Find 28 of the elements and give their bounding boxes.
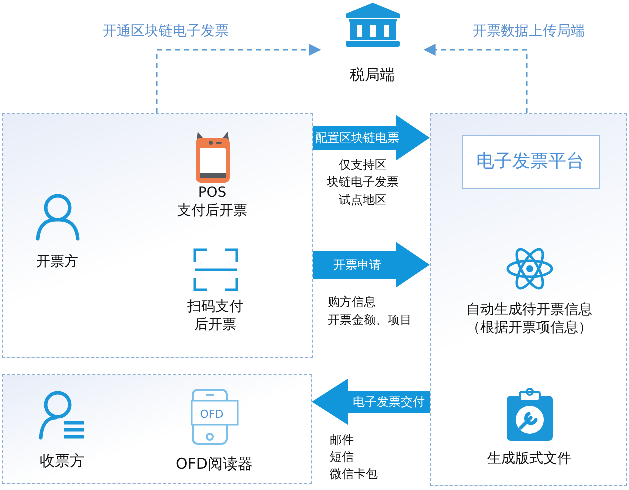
- edge-label: 配置区块链电票: [314, 130, 402, 146]
- note-text: 块链电子发票: [327, 175, 399, 190]
- node-label: 扫码支付后开票: [186, 298, 244, 334]
- note-text: 开票金额、项目: [328, 313, 412, 328]
- note-text: 微信卡包: [330, 467, 378, 482]
- node-label: 开票方: [36, 252, 78, 271]
- platform-box: 电子发票平台: [462, 134, 600, 188]
- note-text: 购方信息: [328, 295, 376, 310]
- node-label: 自动生成待开票信息（根据开票项信息）: [466, 300, 594, 337]
- node-label: 生成版式文件: [488, 450, 572, 468]
- note-text: 短信: [330, 450, 354, 464]
- node-label: 税局端: [350, 66, 395, 86]
- icon-caption: OFD: [200, 408, 224, 422]
- node-label: OFD阅读器: [176, 454, 253, 474]
- group-panel: [430, 113, 627, 486]
- edge-label: 开通区块链电子发票: [101, 24, 231, 40]
- dashed-arrow: [156, 44, 322, 113]
- note-text: 试点地区: [339, 193, 387, 208]
- note-text: 邮件: [330, 433, 354, 448]
- note-text: 仅支持区: [339, 158, 387, 172]
- edge-label: 电子发票交付: [351, 394, 427, 410]
- node-label: POS 支付后开票: [176, 184, 248, 220]
- dashed-arrow: [424, 44, 528, 113]
- group-panel: [2, 374, 312, 484]
- node-label: 收票方: [40, 452, 85, 471]
- edge-label: 开票数据上传局端: [471, 24, 587, 40]
- group-panel: [2, 113, 313, 358]
- edge-label: 开票申请: [332, 258, 384, 272]
